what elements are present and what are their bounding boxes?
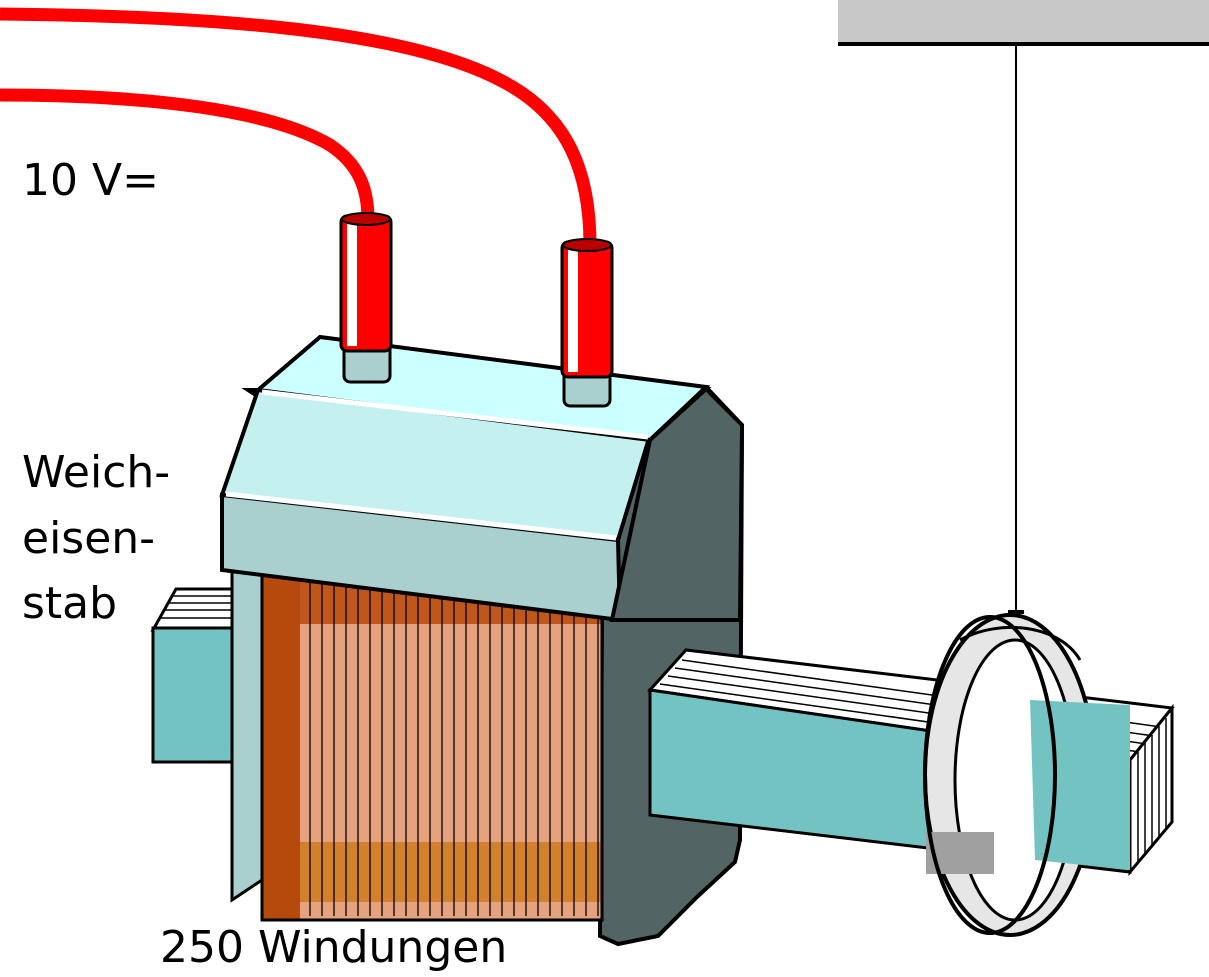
voltage-label: 10 V= [22,155,159,206]
core-label-line2: eisen- [22,513,155,564]
wire-left [0,88,375,221]
ceiling-support [838,0,1209,46]
copper-winding [260,572,604,922]
windings-label: 250 Windungen [160,922,507,973]
connector-right [560,238,614,408]
iron-bar-left [150,587,248,764]
wire-right [0,7,597,246]
core-label-line1: Weich- [22,447,170,498]
hanging-ring [923,610,1130,937]
wires [0,7,597,246]
coil-flange [230,566,264,903]
connector-left [339,212,393,384]
coil-housing-top [219,334,745,623]
core-label-line3: stab [22,578,117,629]
